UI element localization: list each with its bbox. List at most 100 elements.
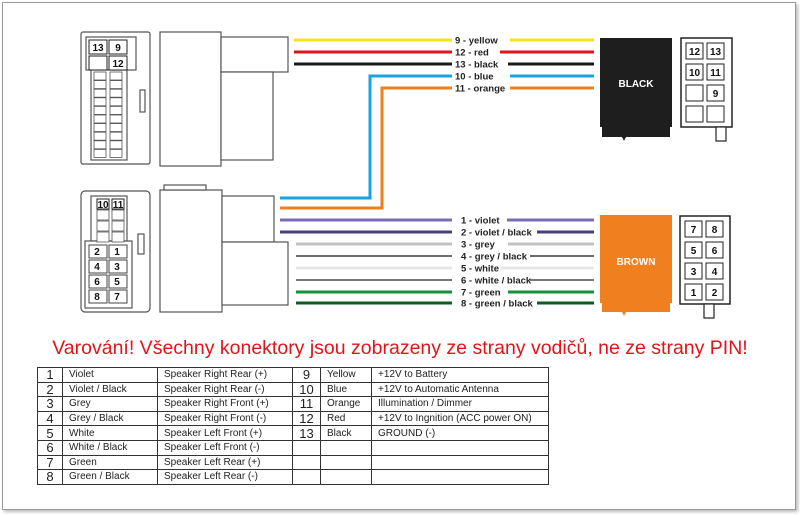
pin-slot [93,131,107,141]
pin-number-cell: 6 [37,439,63,456]
pin-cell [108,39,128,55]
wire-color-cell: Black [320,425,372,441]
pin-number: 6 [712,246,718,257]
function-cell: Speaker Left Rear (-) [157,469,293,485]
pin-cell [706,105,725,123]
pin-slot [109,71,123,81]
pin-cell [705,241,724,259]
wire-label: 8 - green / black [461,299,534,310]
warning-text: Varování! Všechny konektory jsou zobraze… [52,337,748,359]
wire-label: 7 - green [461,288,501,299]
wire-label: 12 - red [455,48,489,59]
function-cell: Speaker Left Front (+) [157,425,293,441]
function-cell: +12V to Ingnition (ACC power ON) [371,410,549,427]
function-cell: +12V to Battery [371,367,549,383]
wire-11-orange [280,86,452,210]
pin-number-cell: 5 [37,425,63,441]
pin-number: 3 [114,262,120,273]
pin-cell [88,274,108,289]
pin-number: 8 [94,292,100,303]
wire-label: 9 - yellow [455,36,498,47]
pin-number: 12 [112,59,124,70]
function-cell [371,469,549,485]
pin-number-cell: 8 [37,469,63,485]
brown-connector-label: BROWN [617,257,656,268]
function-cell: Speaker Right Front (-) [157,410,293,427]
pin-number: 2 [94,247,100,258]
pin-number: 6 [94,277,100,288]
pin-number-cell: 12 [292,410,321,427]
pin-cell [684,262,703,280]
pin-cell [88,259,108,274]
pin-slot [96,231,110,243]
pin-slot [109,148,123,158]
pin-cell [685,105,704,123]
function-cell: +12V to Automatic Antenna [371,381,549,398]
pin-slot [93,80,107,89]
wire-color-cell: Green / Black [62,469,158,485]
function-cell: Speaker Left Front (-) [157,439,293,456]
pin-cell [108,289,128,304]
pin-slot [109,114,123,124]
wire-label: 3 - grey [461,240,496,251]
pin-slot [111,231,125,243]
pin-slot [93,106,107,115]
pin-number: 2 [712,288,718,299]
pin-number-cell: 1 [37,367,63,383]
pin-cell [96,198,110,210]
wire-label: 4 - grey / black [461,252,528,263]
left-top-connector-side [159,31,222,167]
pin-slot [96,209,110,221]
pin-cell [685,42,704,60]
pin-slot [109,97,123,107]
pin-number-cell: 10 [292,381,321,398]
wire-label: 2 - violet / black [461,228,532,239]
pin-number: 11 [113,200,124,211]
wire-color-cell: Red [320,410,372,427]
pin-cell [88,55,108,71]
pin-number: 5 [114,277,120,288]
pin-slot [109,88,123,98]
pin-cell [705,262,724,280]
pin-slot [109,140,123,150]
wire-color-cell: Yellow [320,367,372,383]
pin-number-cell: 7 [37,454,63,471]
function-cell [371,439,549,456]
pin-slot [111,220,125,232]
wire-label: 11 - orange [455,84,505,95]
pin-number: 13 [92,43,104,54]
pin-slot [109,106,123,115]
pin-number: 12 [689,47,701,58]
pin-cell [706,84,725,102]
wire-label: 10 - blue [455,72,494,83]
pin-cell [111,198,125,210]
wire-color-cell: Grey / Black [62,410,158,427]
pin-number: 13 [710,47,722,58]
pin-slot [93,114,107,124]
pin-number-cell [292,454,321,471]
function-cell [371,454,549,471]
left-bottom-connector-side [159,189,223,313]
black-connector-block [600,38,672,127]
pin-number-cell: 13 [292,425,321,441]
pin-cell [705,220,724,238]
function-cell: Illumination / Dimmer [371,396,549,412]
wire-label: 13 - black [455,60,499,71]
pin-number-cell: 2 [37,381,63,398]
wire-color-cell [320,469,372,485]
pin-number: 10 [97,200,109,211]
pin-cell [108,244,128,259]
pin-cell [108,55,128,71]
pin-slot [111,209,125,221]
pin-cell [684,220,703,238]
wire-color-cell: Green [62,454,158,471]
pin-number: 7 [114,292,120,303]
brown-connector-block [600,215,672,303]
pin-cell [88,39,108,55]
function-cell: GROUND (-) [371,425,549,441]
